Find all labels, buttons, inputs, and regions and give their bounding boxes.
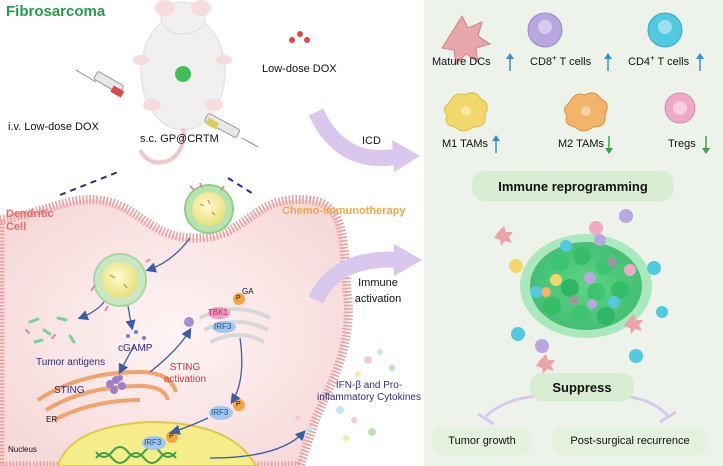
tumor-antigen-fragments: [25, 316, 76, 344]
scattered-immune-cells: [494, 209, 668, 374]
tumor-antigens-label: Tumor antigens: [36, 357, 106, 368]
fibrosarcoma-title: Fibrosarcoma: [6, 3, 106, 20]
mouse-illustration: [133, 0, 232, 165]
m2-down-arrow: [605, 136, 613, 154]
cd8-t-cells-label: CD8+ T cells: [530, 53, 592, 68]
syringe-sc-icon: [204, 113, 259, 148]
cd4-up-arrow: [696, 53, 704, 71]
endosome-icon: [90, 253, 151, 312]
ga-label: GA: [242, 287, 254, 296]
icd-arrow: [308, 108, 420, 172]
cgamp-dots: [126, 330, 146, 340]
treg-nucleus: [673, 101, 687, 115]
sting-cluster-icon: [106, 375, 126, 394]
mature-dc-icon: [441, 14, 492, 66]
sting-activation-label: STING activation: [163, 362, 207, 385]
dashed-connector-left: [59, 171, 119, 196]
m1-up-arrow: [492, 135, 500, 153]
dendritic-cell-label: Dendritic Cell: [6, 208, 54, 233]
m1-tam-icon: [443, 92, 488, 132]
irf3-label-nucleus: IRF3: [144, 438, 162, 447]
m2-tam-icon: [563, 92, 608, 132]
iv-dox-label: i.v. Low-dose DOX: [8, 121, 99, 133]
mature-dcs-label: Mature DCs: [432, 56, 491, 68]
cd4-t-cell-nucleus: [658, 20, 672, 34]
nucleus: [56, 420, 258, 466]
syringe-iv-icon: [75, 69, 125, 98]
p-label-nucleus: P: [169, 433, 174, 440]
p-label-complex: P: [236, 295, 241, 302]
dox-dots: [289, 31, 310, 43]
dendritic-cell: [0, 194, 353, 466]
dashed-connector-right: [227, 177, 256, 196]
sting-label: STING: [54, 385, 85, 396]
mature-dc-up-arrow: [506, 53, 514, 71]
cgamp-label: cGAMP: [118, 343, 153, 354]
cd8-t-cell-nucleus: [538, 20, 552, 34]
tregs-down-arrow: [702, 136, 710, 154]
immune-reprogramming-pill: Immune reprogramming: [472, 171, 674, 201]
er-label: ER: [46, 415, 58, 424]
tregs-label: Tregs: [668, 138, 696, 150]
post-surgical-recurrence-pill: Post-surgical recurrence: [552, 427, 708, 455]
pathway-arrows: [77, 237, 306, 459]
nanoparticle-icon: [184, 182, 234, 234]
cd8-up-arrow: [604, 53, 612, 71]
m2-tams-label: M2 TAMs: [558, 138, 605, 150]
tbk1-label: TBK1: [208, 308, 229, 317]
immune-activation-label: Immune activation: [354, 277, 402, 305]
cd4-t-cells-label: CD4+ T cells: [628, 53, 690, 68]
golgi-organelle: [199, 307, 271, 344]
tumor-cluster: [520, 234, 652, 338]
er-organelle: [36, 369, 178, 422]
trend-arrows: [492, 53, 710, 154]
ifn-cytokines-label: IFN-β and Pro-inflammatory Cytokines: [317, 380, 421, 403]
p-label-cytoplasm: P: [236, 401, 241, 408]
icd-label: ICD: [362, 135, 381, 147]
cytokine-dots: [295, 349, 395, 441]
tbk1-irf3-complex: [184, 293, 245, 333]
suppress-pill: Suppress: [530, 373, 634, 401]
nucleus-label: Nucleus: [8, 445, 37, 454]
irf3-label-cytoplasm: IRF3: [211, 408, 229, 417]
sc-gp-crtm-label: s.c. GP@CRTM: [140, 133, 219, 145]
tumor-growth-pill: Tumor growth: [432, 427, 532, 455]
low-dose-dox-label: Low-dose DOX: [262, 63, 337, 75]
irf3-label-complex: IRF3: [214, 322, 232, 331]
m1-tams-label: M1 TAMs: [442, 138, 489, 150]
chemo-immunotherapy-label: Chemo-immunotherapy: [282, 205, 406, 217]
immune-activation-arrow: [308, 244, 422, 304]
